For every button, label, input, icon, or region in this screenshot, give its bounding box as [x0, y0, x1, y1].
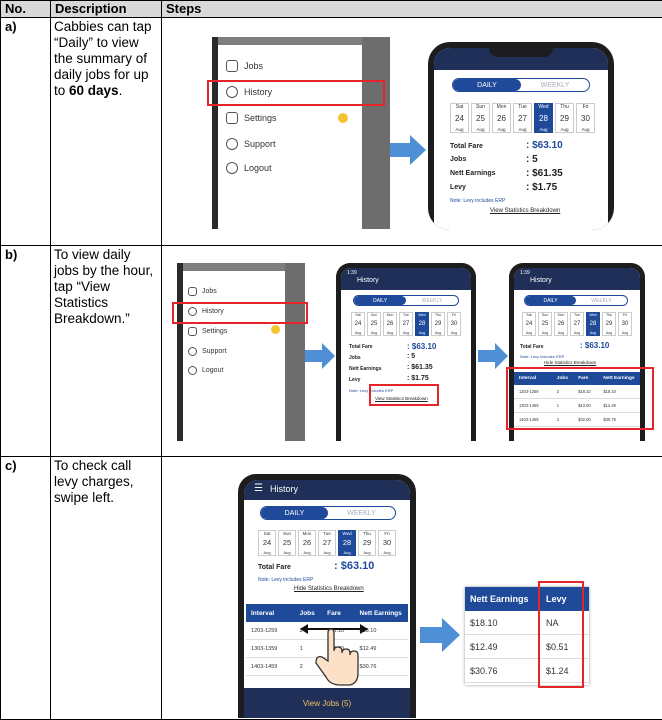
tab-weekly[interactable]: WEEKLY — [540, 81, 570, 89]
settings-icon — [188, 326, 197, 336]
header-description: Description — [50, 0, 162, 18]
row-description: To check call levy charges, swipe left. — [50, 456, 162, 720]
tab-daily[interactable]: DAILY — [354, 296, 406, 305]
history-icon — [226, 86, 238, 98]
tab-daily[interactable]: DAILY — [261, 507, 328, 519]
menu-item-logout[interactable]: Logout — [218, 161, 362, 175]
header-steps: Steps — [161, 0, 662, 18]
tab-weekly[interactable]: WEEKLY — [347, 509, 376, 517]
jobs-icon — [226, 60, 238, 72]
phone-menu: Jobs History Settings Support Logout — [177, 263, 305, 441]
arrow-icon — [390, 135, 426, 165]
jobs-icon — [188, 286, 197, 296]
tab-weekly[interactable]: WEEKLY — [421, 297, 443, 304]
menu-item-support[interactable]: Support — [218, 137, 362, 151]
arrow-icon — [478, 343, 508, 369]
tab-daily[interactable]: DAILY — [453, 79, 521, 91]
row-description: To view daily jobs by the hour, tap “Vie… — [50, 245, 162, 457]
highlight-view-statistics — [369, 384, 439, 406]
support-icon — [188, 346, 197, 356]
logout-icon — [226, 162, 238, 174]
arrow-icon — [305, 343, 335, 369]
hide-statistics-link[interactable]: Hide Statistics Breakdown — [294, 586, 364, 592]
arrow-icon — [420, 618, 460, 652]
row-no: a) — [0, 17, 51, 246]
hide-statistics-link[interactable]: Hide Statistics Breakdown — [544, 360, 597, 365]
menu-icon[interactable]: ☰ — [254, 483, 263, 494]
settings-icon — [226, 112, 238, 124]
view-statistics-link[interactable]: View Statistics Breakdown — [375, 396, 428, 401]
support-icon — [226, 138, 238, 150]
swipe-hand-icon — [300, 624, 368, 686]
menu-item-history[interactable]: History — [183, 305, 285, 317]
highlight-levy-column — [538, 581, 584, 688]
row-description: Cabbies can tap “Daily” to view the summ… — [50, 17, 162, 246]
menu-item-history[interactable]: History — [218, 85, 362, 99]
menu-item-settings[interactable]: Settings — [218, 111, 362, 125]
logout-icon — [188, 365, 197, 375]
highlight-history — [207, 80, 385, 106]
menu-item-support[interactable]: Support — [183, 345, 285, 357]
tab-daily[interactable]: DAILY — [525, 296, 576, 305]
menu-item-jobs[interactable]: Jobs — [183, 285, 285, 297]
menu-item-settings[interactable]: Settings — [183, 325, 285, 337]
view-jobs-button[interactable]: View Jobs (5) — [244, 688, 410, 718]
header-no: No. — [0, 0, 51, 18]
menu-item-logout[interactable]: Logout — [183, 364, 285, 376]
menu-item-jobs[interactable]: Jobs — [218, 59, 362, 73]
settings-badge — [271, 325, 280, 334]
tab-weekly[interactable]: WEEKLY — [591, 297, 612, 304]
history-icon — [188, 306, 197, 316]
phone-menu: Jobs History Settings Support Logout — [212, 37, 390, 229]
highlight-breakdown-table — [506, 367, 654, 430]
row-no: c) — [0, 456, 51, 720]
highlight-history — [172, 302, 308, 324]
view-statistics-link[interactable]: View Statistics Breakdown — [490, 208, 561, 214]
row-no: b) — [0, 245, 51, 457]
settings-badge — [338, 113, 348, 123]
